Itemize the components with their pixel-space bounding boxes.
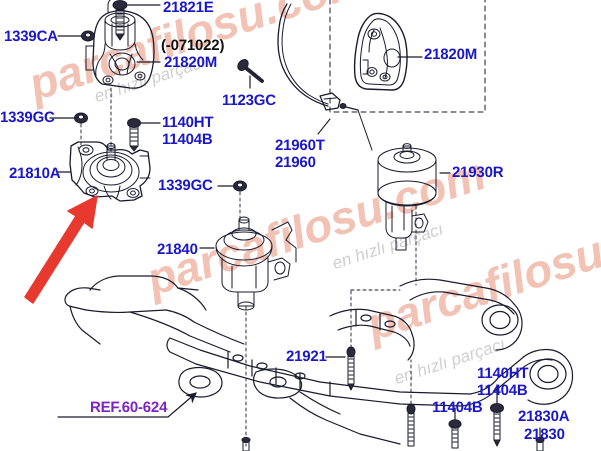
part-label-11404b[interactable]: 11404B [432, 399, 483, 416]
part-label-21960t[interactable]: 21960T [275, 137, 325, 154]
part-label-1339ca[interactable]: 1339CA [4, 28, 58, 45]
part-label-21821e[interactable]: 21821E [163, 0, 214, 16]
part-21840-mount [215, 216, 297, 311]
part-label-1339gc[interactable]: 1339GC [0, 109, 55, 126]
part-21820m-upper [85, 0, 155, 89]
part-21821e-bolt [112, 0, 128, 41]
leader-ref-60-624 [99, 392, 197, 418]
part-label-1123gc[interactable]: 1123GC [222, 92, 276, 109]
part-1140ht-bolt-upper [127, 118, 141, 152]
part-1339gc-nut-left [74, 112, 88, 124]
part-21830-stud [535, 436, 545, 451]
part-subframe [64, 275, 574, 445]
part-21921-bolt [346, 346, 356, 391]
part-label-071022[interactable]: (-071022) [161, 37, 225, 54]
part-21840-bottom-stud [241, 436, 251, 451]
part-label-1140ht[interactable]: 1140HT [162, 114, 214, 131]
part-label-1339gc[interactable]: 1339GC [158, 177, 213, 194]
part-11404b-bolt-left [406, 403, 416, 447]
part-11404b-bolt-center [448, 419, 462, 449]
part-1140ht-bolt-lower [490, 403, 504, 447]
part-label-21820m[interactable]: 21820M [424, 46, 478, 63]
part-label-21921[interactable]: 21921 [286, 348, 327, 365]
part-21810a-mount [69, 141, 151, 202]
part-label-11404b[interactable]: 11404B [162, 131, 213, 148]
part-1339gc-nut-center [233, 180, 247, 192]
part-label-21930r[interactable]: 21930R [452, 164, 504, 181]
inset-box [329, 0, 486, 113]
part-label-21830[interactable]: 21830 [524, 426, 565, 443]
part-label-21960[interactable]: 21960 [275, 154, 316, 171]
part-label-11404b[interactable]: 11404B [477, 382, 528, 399]
part-1339ca-nut [81, 30, 95, 42]
leader-21960 [317, 118, 331, 135]
part-label-21830a[interactable]: 21830A [518, 408, 570, 425]
part-label-1140ht[interactable]: 1140HT [477, 365, 529, 382]
red-highlight-arrow [24, 195, 98, 304]
part-21930r-mount [377, 143, 437, 251]
part-21820m-inset [353, 12, 408, 91]
part-21960-cable [277, 3, 373, 151]
part-label-21840[interactable]: 21840 [157, 241, 198, 258]
part-1123gc-bolt [237, 59, 264, 83]
part-label-21810a[interactable]: 21810A [9, 165, 61, 182]
part-label-21820m[interactable]: 21820M [164, 54, 218, 71]
part-label-ref-60-624[interactable]: REF.60-624 [90, 399, 168, 416]
